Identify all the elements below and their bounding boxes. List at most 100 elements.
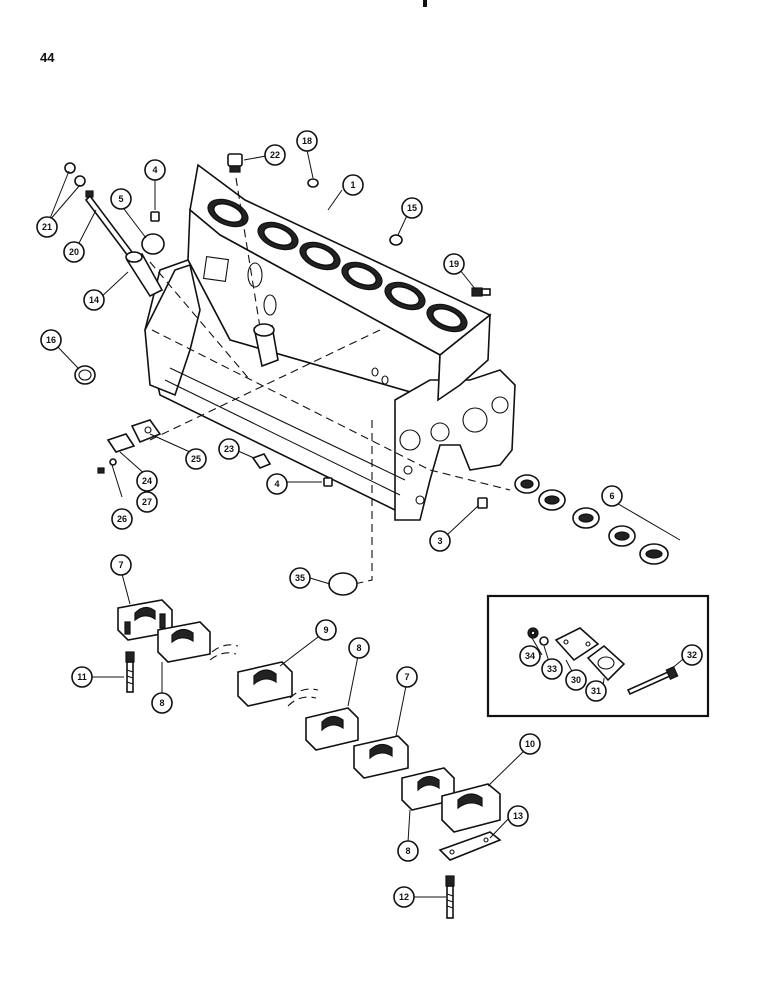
bearing-cap-8-upper (157, 621, 211, 663)
callout-32: 32 (681, 644, 703, 666)
top-edge-mark (423, 0, 427, 7)
bearing-cap-9 (237, 661, 293, 707)
callout-23: 23 (218, 438, 240, 460)
svg-text:12: 12 (399, 892, 409, 902)
svg-text:1: 1 (350, 180, 355, 190)
callout-8-middle: 8 (348, 637, 370, 659)
callout-21: 21 (36, 216, 58, 238)
callout-5: 5 (110, 188, 132, 210)
callout-7-upper: 7 (110, 554, 132, 576)
callout-6: 6 (601, 485, 623, 507)
svg-text:3: 3 (437, 536, 442, 546)
page-number: 44 (40, 50, 55, 65)
callout-4-upper: 4 (144, 159, 166, 181)
plug-18 (307, 178, 319, 188)
cam-bearings (514, 474, 681, 565)
shim-plate-13 (438, 831, 502, 861)
cylinder-bores (207, 198, 468, 333)
svg-text:15: 15 (407, 203, 417, 213)
dipstick-handle (64, 162, 94, 198)
plug-15 (389, 234, 403, 246)
svg-text:18: 18 (302, 136, 312, 146)
callout-34: 34 (519, 645, 541, 667)
callout-22: 22 (264, 144, 286, 166)
callout-27: 27 (136, 491, 158, 513)
svg-text:16: 16 (46, 335, 56, 345)
callout-3: 3 (429, 530, 451, 552)
bearing-cap-8-middle (305, 707, 359, 751)
svg-text:8: 8 (159, 698, 164, 708)
inset-detail-box (486, 594, 710, 718)
svg-text:24: 24 (142, 476, 152, 486)
plug-16 (74, 365, 96, 385)
callout-26: 26 (111, 508, 133, 530)
svg-text:21: 21 (42, 222, 52, 232)
gasket-24 (106, 433, 136, 453)
callout-25: 25 (185, 448, 207, 470)
callout-19: 19 (443, 253, 465, 275)
callout-18: 18 (296, 130, 318, 152)
callout-11: 11 (71, 666, 93, 688)
leader-lines (48, 149, 689, 898)
svg-text:22: 22 (270, 150, 280, 160)
drain-cock (227, 153, 243, 173)
svg-text:9: 9 (323, 625, 328, 635)
callout-31: 31 (585, 680, 607, 702)
bearing-cap-7-lower (353, 735, 409, 779)
callout-4-lower: 4 (266, 473, 288, 495)
callout-15: 15 (401, 197, 423, 219)
callout-8-lower: 8 (397, 840, 419, 862)
dowel-3 (477, 497, 488, 509)
cover-plate-25 (130, 419, 162, 444)
svg-text:10: 10 (525, 739, 535, 749)
fitting-19 (471, 287, 491, 297)
callout-30: 30 (565, 669, 587, 691)
svg-text:7: 7 (404, 672, 409, 682)
bearing-cap-8-lower (401, 767, 455, 811)
svg-text:8: 8 (405, 846, 410, 856)
svg-text:32: 32 (687, 650, 697, 660)
callout-10: 10 (519, 733, 541, 755)
svg-text:27: 27 (142, 497, 152, 507)
bolt-26 (97, 467, 105, 474)
main-bearing-caps (117, 599, 501, 833)
callout-20: 20 (63, 241, 85, 263)
main-bearing-bolt-12 (445, 875, 455, 919)
bearing-cap-10 (441, 783, 501, 833)
callout-8-upper: 8 (151, 692, 173, 714)
svg-text:7: 7 (118, 560, 123, 570)
callout-1: 1 (342, 174, 364, 196)
callout-9: 9 (315, 619, 337, 641)
callout-33: 33 (541, 658, 563, 680)
svg-text:33: 33 (547, 664, 557, 674)
main-bearing-bolt-11 (125, 651, 135, 693)
callout-12: 12 (393, 886, 415, 908)
plug-35 (328, 572, 358, 596)
svg-text:11: 11 (77, 672, 87, 682)
svg-text:34: 34 (525, 651, 535, 661)
svg-text:19: 19 (449, 259, 459, 269)
svg-text:13: 13 (513, 811, 523, 821)
callout-24: 24 (136, 470, 158, 492)
front-boss (253, 323, 279, 368)
lockwasher-27 (109, 458, 117, 466)
svg-text:4: 4 (152, 165, 157, 175)
svg-text:25: 25 (191, 454, 201, 464)
callout-7-lower: 7 (396, 666, 418, 688)
callout-35: 35 (289, 567, 311, 589)
svg-text:31: 31 (591, 686, 601, 696)
dowel-upper (150, 211, 160, 222)
svg-text:30: 30 (571, 675, 581, 685)
svg-text:20: 20 (69, 247, 79, 257)
svg-text:14: 14 (89, 295, 99, 305)
svg-text:5: 5 (118, 194, 123, 204)
svg-text:35: 35 (295, 573, 305, 583)
svg-text:4: 4 (274, 479, 279, 489)
fitting-23 (251, 453, 272, 469)
callout-13: 13 (507, 805, 529, 827)
dipstick-tube (125, 251, 164, 298)
dowel-lower (323, 477, 333, 487)
expansion-plug-5 (141, 233, 165, 255)
callout-16: 16 (40, 329, 62, 351)
svg-text:8: 8 (356, 643, 361, 653)
